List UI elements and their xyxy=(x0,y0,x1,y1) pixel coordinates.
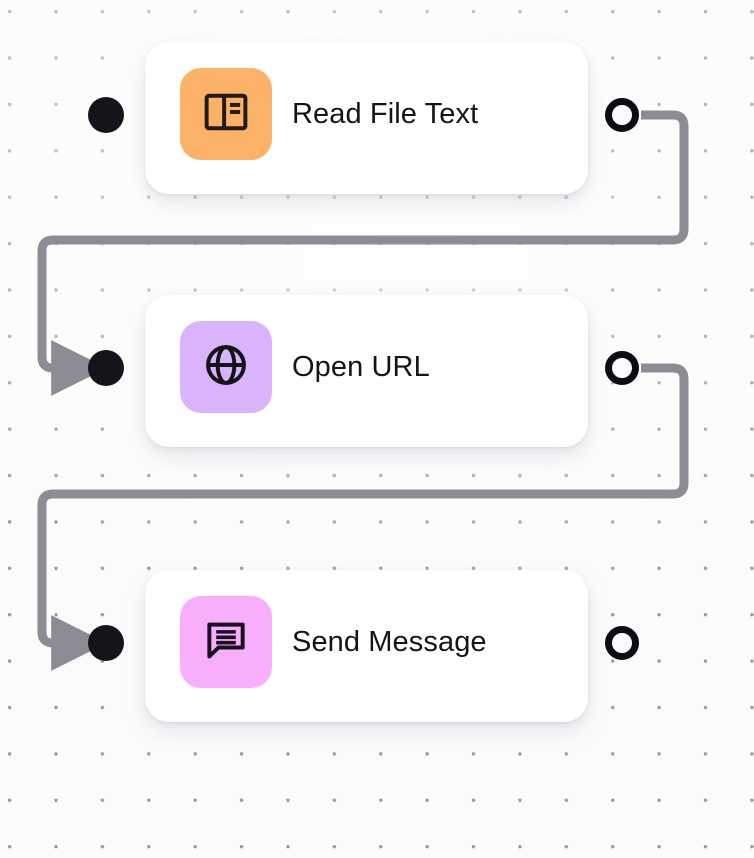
node-icon-tile-send-message xyxy=(180,596,272,688)
node-label-send-message: Send Message xyxy=(292,626,487,658)
globe-icon xyxy=(201,340,251,395)
node-read-file-text[interactable]: Read File Text xyxy=(145,42,588,194)
output-port-send-message[interactable] xyxy=(605,626,639,660)
node-icon-tile-read-file-text xyxy=(180,68,272,160)
input-port-open-url[interactable] xyxy=(88,350,124,386)
output-port-read-file-text[interactable] xyxy=(605,98,639,132)
node-icon-tile-open-url xyxy=(180,321,272,413)
input-port-send-message[interactable] xyxy=(88,625,124,661)
document-panes-icon xyxy=(201,87,251,142)
node-open-url[interactable]: Open URL xyxy=(145,295,588,447)
node-label-open-url: Open URL xyxy=(292,351,430,383)
node-label-read-file-text: Read File Text xyxy=(292,98,479,130)
input-port-read-file-text[interactable] xyxy=(88,97,124,133)
message-bubble-icon xyxy=(201,615,251,670)
node-send-message[interactable]: Send Message xyxy=(145,570,588,722)
output-port-open-url[interactable] xyxy=(605,351,639,385)
